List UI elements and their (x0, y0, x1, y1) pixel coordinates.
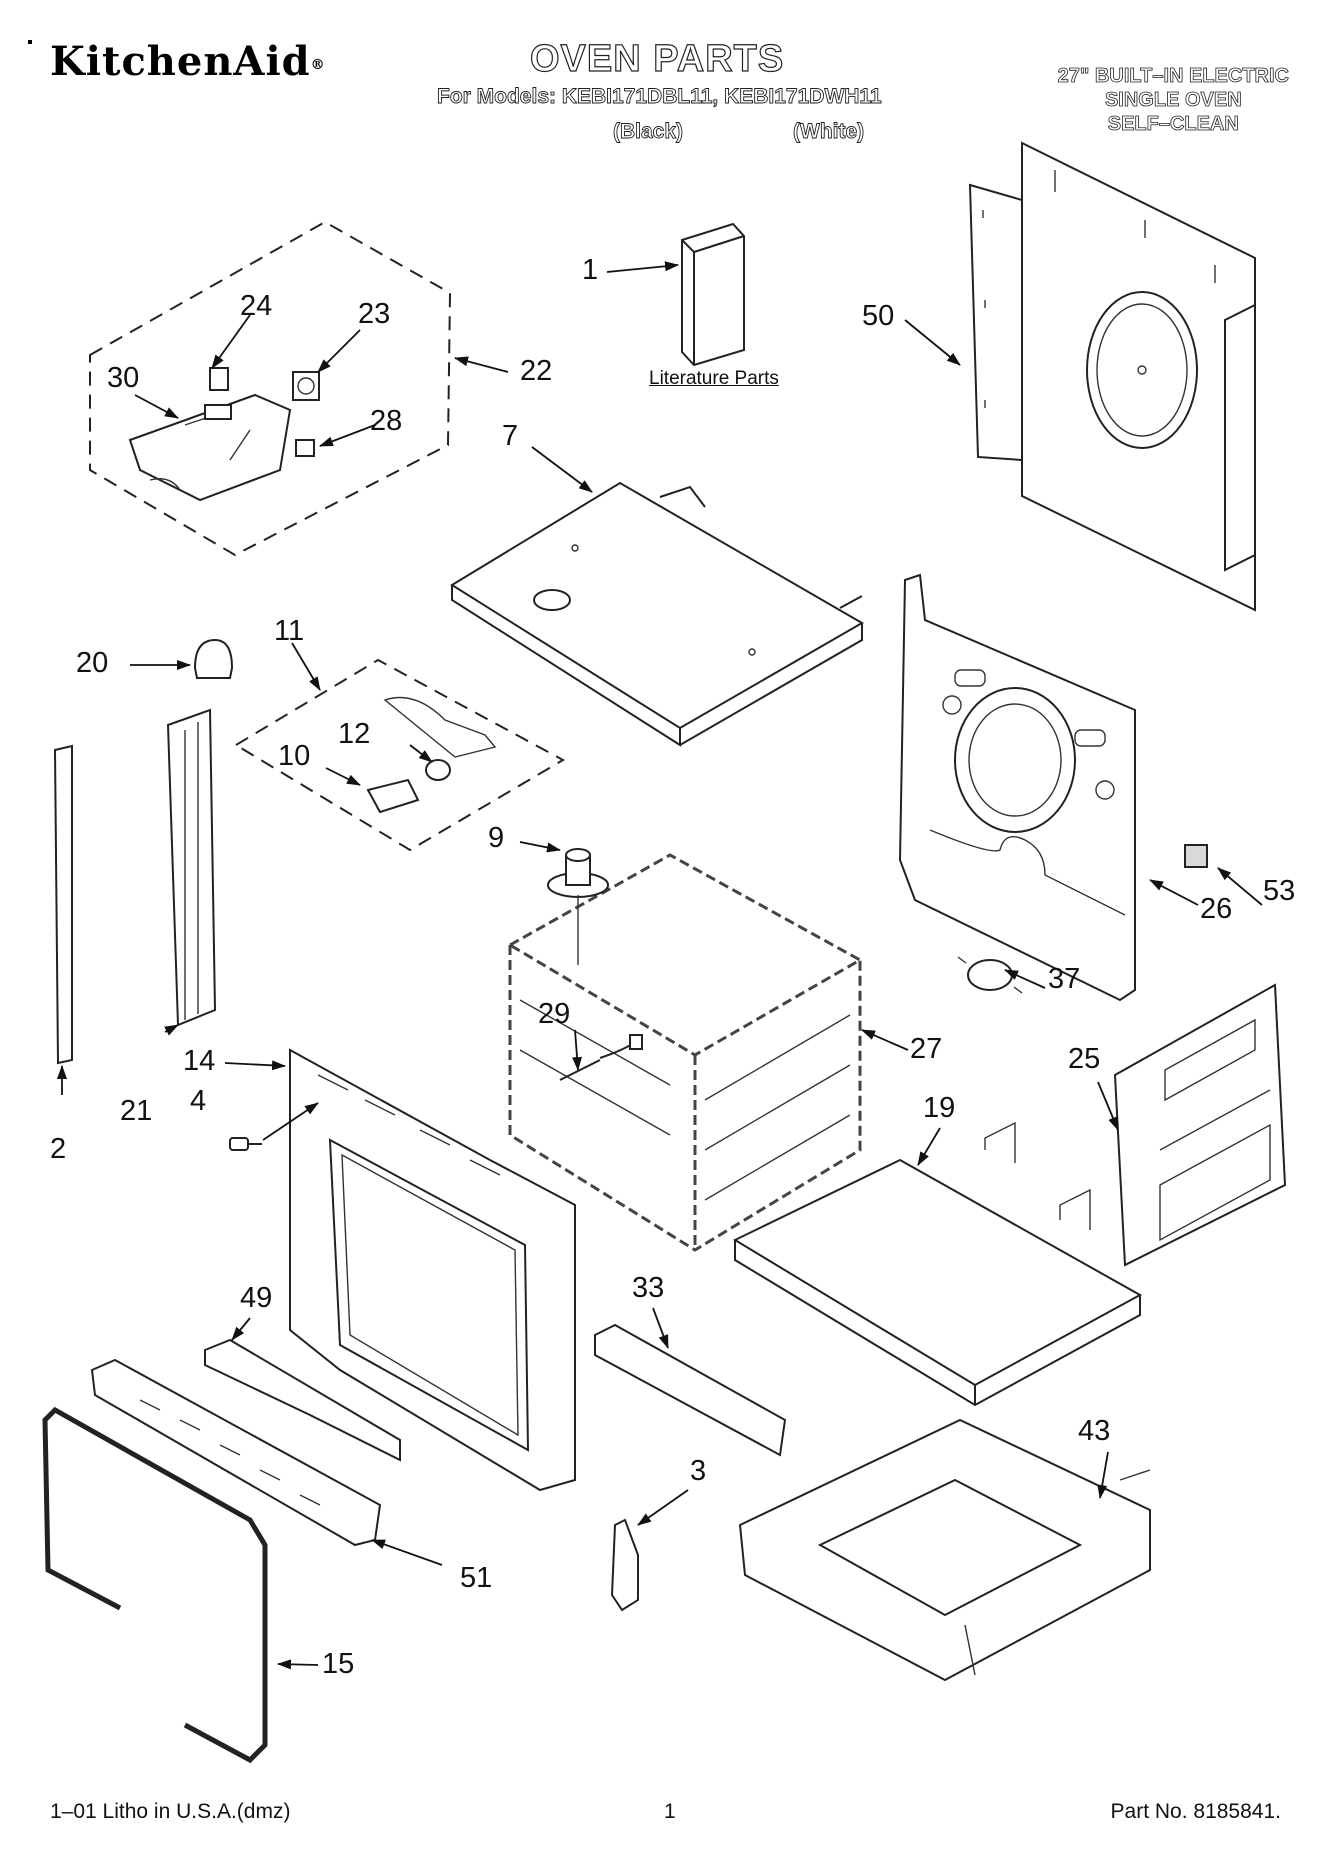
callout-10: 10 (278, 740, 311, 772)
part-trim-strip (53, 744, 73, 1065)
part-cap (193, 638, 234, 679)
footer-dot: . (1275, 1800, 1281, 1823)
callout-23: 23 (358, 298, 391, 330)
product-line: 27" BUILT–IN ELECTRIC (1057, 65, 1289, 88)
variant-black: (Black) (613, 120, 684, 144)
product-line: SELF–CLEAN (1107, 113, 1239, 136)
part-side-shield (1113, 983, 1287, 1267)
callout-2: 2 (50, 1133, 67, 1165)
callout-53: 53 (1263, 875, 1296, 907)
callout-arrows (57, 261, 1263, 1670)
callout-1: 1 (582, 254, 599, 286)
part-fan-motor (547, 848, 609, 965)
part-bracket-53 (1184, 844, 1208, 868)
callout-51: 51 (460, 1562, 493, 1594)
callout-30: 30 (107, 362, 140, 394)
part-oven-cavity (507, 853, 864, 1252)
callout-3: 3 (690, 1455, 707, 1487)
callout-4: 4 (190, 1085, 207, 1117)
part-rear-panel (968, 141, 1256, 612)
part-screw (229, 1137, 262, 1151)
part-top-panel (450, 481, 864, 747)
callout-14: 14 (183, 1045, 216, 1077)
callout-49: 49 (240, 1282, 273, 1314)
part-bracket-3 (610, 1518, 639, 1612)
callout-12: 12 (338, 718, 371, 750)
callout-25: 25 (1068, 1043, 1101, 1075)
part-literature-booklet (681, 222, 745, 367)
callout-19: 19 (923, 1092, 956, 1124)
callout-9: 9 (488, 822, 505, 854)
product-description: 27" BUILT–IN ELECTRIC SINGLE OVEN SELF–C… (1057, 64, 1289, 136)
corner-mark (28, 40, 32, 44)
callout-29: 29 (538, 998, 571, 1030)
variant-white: (White) (793, 120, 865, 144)
page-number: 1 (664, 1800, 676, 1823)
brand-logo: KitchenAid® (50, 38, 326, 85)
part-bottom-cover (732, 1121, 1143, 1407)
callout-22: 22 (520, 355, 553, 387)
part-side-panel (898, 573, 1136, 1002)
models-line: For Models: KEBI171DBL11, KEBI171DWH11 (437, 85, 883, 109)
callout-15: 15 (322, 1648, 355, 1680)
page-title: OVEN PARTS (529, 37, 785, 80)
part-deflector-49 (204, 1338, 401, 1462)
literature-parts-label: Literature Parts (649, 368, 779, 389)
callout-21: 21 (120, 1095, 153, 1127)
footer-print-info: 1–01 Litho in U.S.A.(dmz) (50, 1800, 291, 1823)
callout-26: 26 (1200, 893, 1233, 925)
callout-50: 50 (862, 300, 895, 332)
callout-11: 11 (274, 615, 305, 647)
callout-20: 20 (76, 647, 109, 679)
part-number: Part No. 8185841. (1111, 1800, 1281, 1824)
callout-43: 43 (1078, 1415, 1111, 1447)
callout-7: 7 (502, 420, 519, 452)
part-front-frame (289, 1048, 576, 1492)
product-line: SINGLE OVEN (1104, 89, 1243, 112)
callout-27: 27 (910, 1033, 943, 1065)
part-door-gasket (42, 1406, 268, 1764)
callout-37: 37 (1048, 963, 1081, 995)
registered-mark: ® (310, 57, 326, 73)
part-bottom-pan (738, 1418, 1151, 1682)
part-thermal-switch (957, 956, 1023, 994)
callout-33: 33 (632, 1272, 665, 1304)
part-rail-33 (594, 1323, 787, 1457)
callout-24: 24 (240, 290, 273, 322)
part-number-text: Part No. 8185841 (1110, 1800, 1276, 1823)
part-control-assembly-group (89, 220, 452, 557)
callout-28: 28 (370, 405, 403, 437)
part-side-trim (166, 708, 217, 1027)
part-light-assembly-group (234, 658, 566, 852)
